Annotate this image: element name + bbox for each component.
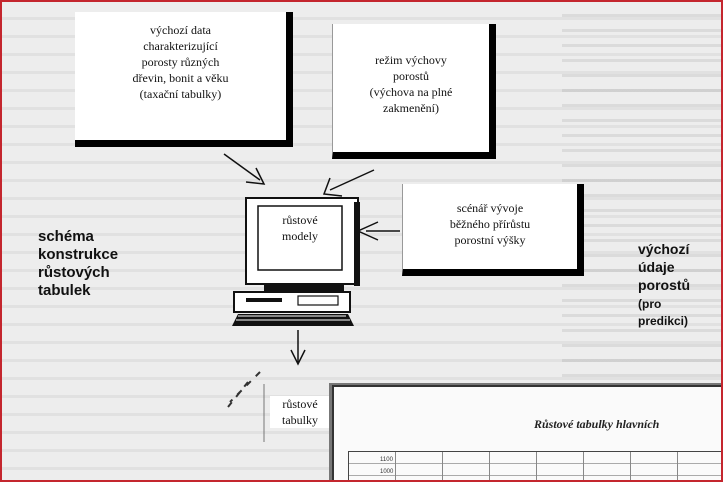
chart-tick-label: 1000 (380, 469, 394, 475)
left-title-line: tabulek (38, 282, 91, 299)
growth-tables-chart-preview: Růstové tabulky hlavních 1100 1000 (332, 385, 721, 480)
scenario-line: porostní výšky (454, 233, 526, 247)
right-subtitle-line: (pro (638, 297, 662, 311)
thinning-line: (výchova na plné (369, 85, 453, 99)
arrow-icon (322, 169, 375, 197)
scenario-line: běžného přírůstu (449, 217, 531, 231)
right-title: výchozí údaje porostů (638, 240, 690, 294)
right-subtitle: (pro predikci) (638, 296, 688, 330)
chart-title: Růstové tabulky hlavních (534, 417, 660, 431)
left-title-line: růstových (38, 264, 110, 281)
input-data-line: výchozí data (150, 23, 211, 37)
scenario-box: scénář vývoje běžného přírůstu porostní … (402, 184, 584, 276)
input-data-line: (taxační tabulky) (139, 87, 222, 101)
right-title-line: výchozí (638, 241, 690, 257)
output-line: tabulky (282, 413, 318, 427)
input-data-line: porosty různých (141, 55, 220, 69)
scenario-line: scénář vývoje (456, 201, 524, 215)
arrow-icon (223, 153, 266, 185)
growth-tables-output-label: růstové tabulky (270, 396, 330, 428)
input-data-line: charakterizující (143, 39, 218, 53)
input-data-box: výchozí data charakterizující porosty rů… (75, 12, 293, 147)
arrow-icon (290, 330, 306, 366)
thinning-regime-box: režim výchovy porostů (výchova na plné z… (332, 24, 496, 159)
output-line: růstové (282, 397, 318, 411)
left-title-line: konstrukce (38, 246, 119, 263)
right-subtitle-line: predikci) (638, 314, 689, 328)
right-title-line: porostů (638, 277, 691, 293)
right-title-line: údaje (638, 259, 675, 275)
left-title: schéma konstrukce růstových tabulek (38, 228, 118, 300)
thinning-line: porostů (393, 69, 429, 83)
input-data-line: dřevin, bonit a věku (132, 71, 229, 85)
arrow-icon (356, 221, 400, 241)
screen-line: modely (282, 229, 318, 243)
screen-line: růstové (282, 213, 318, 227)
thinning-line: zakmenění) (383, 101, 439, 115)
thinning-line: režim výchovy (375, 53, 447, 67)
growth-models-screen: růstové modely (258, 212, 342, 244)
chart-grid (348, 451, 721, 480)
left-title-line: schéma (38, 228, 94, 245)
output-page-outline (223, 371, 261, 413)
chart-tick-label: 1100 (380, 457, 393, 463)
computer-icon (232, 197, 360, 326)
